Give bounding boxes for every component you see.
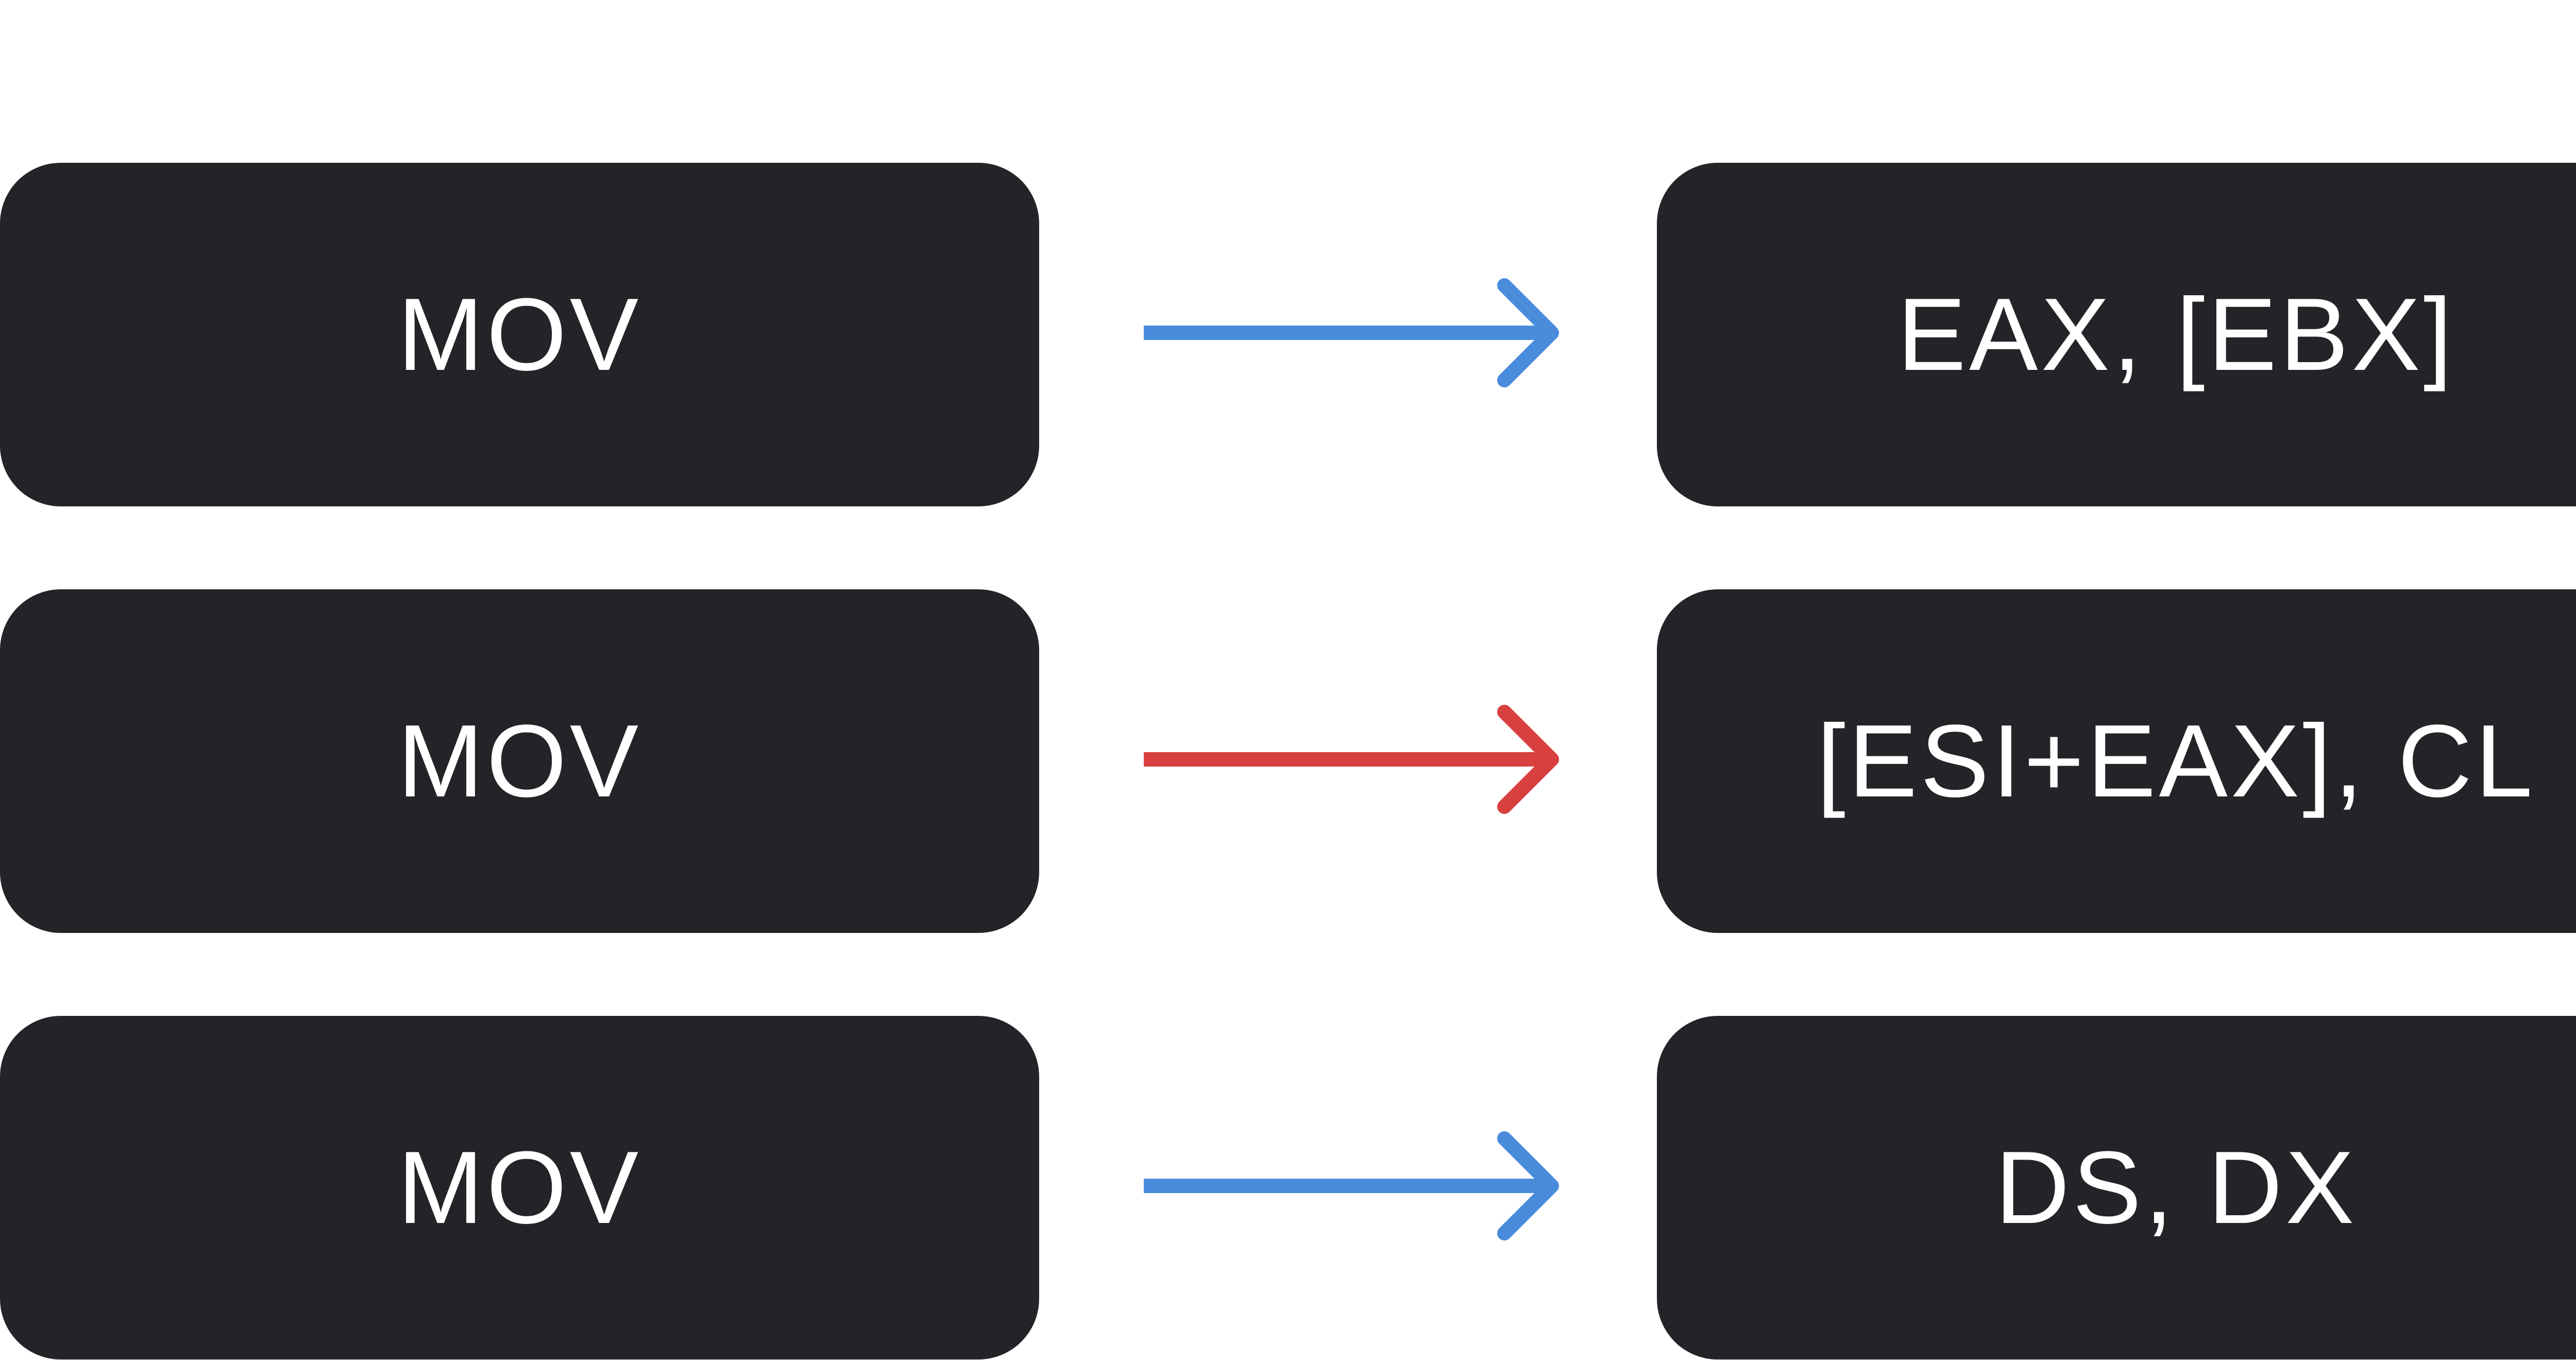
target-box: [ESI+EAX], CL	[1657, 589, 2576, 933]
target-label: EAX, [EBX]	[1897, 277, 2455, 392]
arrow-right-icon	[1144, 278, 1559, 387]
target-label: DS, DX	[1995, 1130, 2358, 1245]
source-label: MOV	[397, 1130, 642, 1245]
instruction-row: MOV EAX, [EBX]	[0, 163, 2576, 506]
target-box: DS, DX	[1657, 1016, 2576, 1359]
source-box: MOV	[0, 589, 1039, 933]
source-box: MOV	[0, 163, 1039, 506]
arrow-right-icon	[1144, 705, 1559, 814]
source-box: MOV	[0, 1016, 1039, 1359]
target-label: [ESI+EAX], CL	[1817, 703, 2536, 819]
source-label: MOV	[397, 703, 642, 819]
arrow-right-icon	[1144, 1131, 1559, 1240]
instruction-row: MOV DS, DX	[0, 1016, 2576, 1359]
source-label: MOV	[397, 277, 642, 392]
instruction-row: MOV [ESI+EAX], CL	[0, 589, 2576, 933]
target-box: EAX, [EBX]	[1657, 163, 2576, 506]
